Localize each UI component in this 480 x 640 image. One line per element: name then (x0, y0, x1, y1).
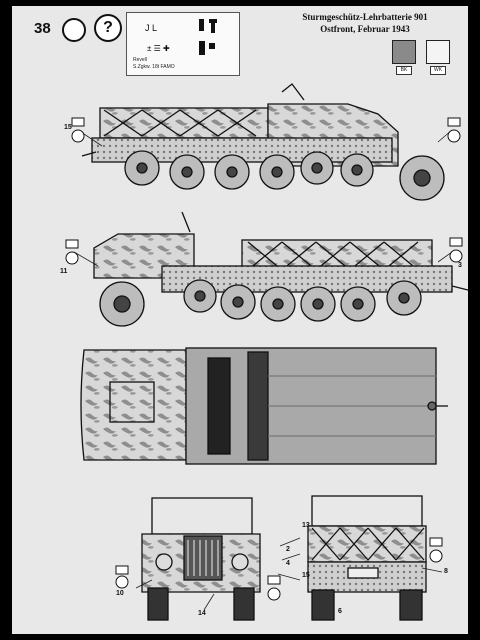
side-view-left (93, 211, 468, 327)
instruction-sheet: 38 ? J L ± ☰ ✚ Revell S.Zgkw. 18t FAMO S… (12, 6, 468, 634)
callout-4: 4 (286, 560, 290, 567)
rear-view (307, 495, 427, 621)
decal-marker-icons (65, 117, 463, 601)
callout-13: 13 (302, 522, 310, 529)
scheme-subtitle: Ostfront, Februar 1943 (320, 24, 410, 34)
decal-caption-2: S.Zgkw. 18t FAMO (133, 64, 175, 70)
callout-3: 3 (458, 262, 462, 269)
callout-11: 11 (60, 268, 68, 275)
decal-markings: J L ± ☰ ✚ (145, 19, 217, 55)
vehicle-drawings (65, 83, 468, 621)
callout-8: 8 (444, 568, 448, 575)
swatch-label-white: WK (430, 66, 446, 75)
paint-circle-icon (62, 18, 86, 42)
front-view (141, 497, 261, 621)
scheme-title: Sturmgeschütz-Lehrbatterie 901 (302, 12, 428, 22)
svg-text:J L: J L (145, 23, 157, 33)
svg-text:± ☰ ✚: ± ☰ ✚ (147, 44, 170, 53)
color-swatch-grey (392, 40, 416, 64)
callout-10: 10 (116, 590, 124, 597)
callout-leaders (73, 129, 453, 611)
side-view-right (81, 83, 445, 201)
color-swatch-white (426, 40, 450, 64)
question-mark-icon: ? (94, 14, 122, 42)
step-number: 38 (34, 20, 51, 37)
callout-6: 6 (338, 608, 342, 615)
callout-15b: 15 (302, 572, 310, 579)
callout-14: 14 (198, 610, 206, 617)
top-view (80, 347, 448, 465)
decal-sheet: J L ± ☰ ✚ Revell S.Zgkw. 18t FAMO (126, 12, 240, 76)
callout-2: 2 (286, 546, 290, 553)
swatch-label-grey: BK (396, 66, 412, 75)
callout-15: 15 (64, 124, 72, 131)
decal-caption-1: Revell (133, 57, 147, 63)
